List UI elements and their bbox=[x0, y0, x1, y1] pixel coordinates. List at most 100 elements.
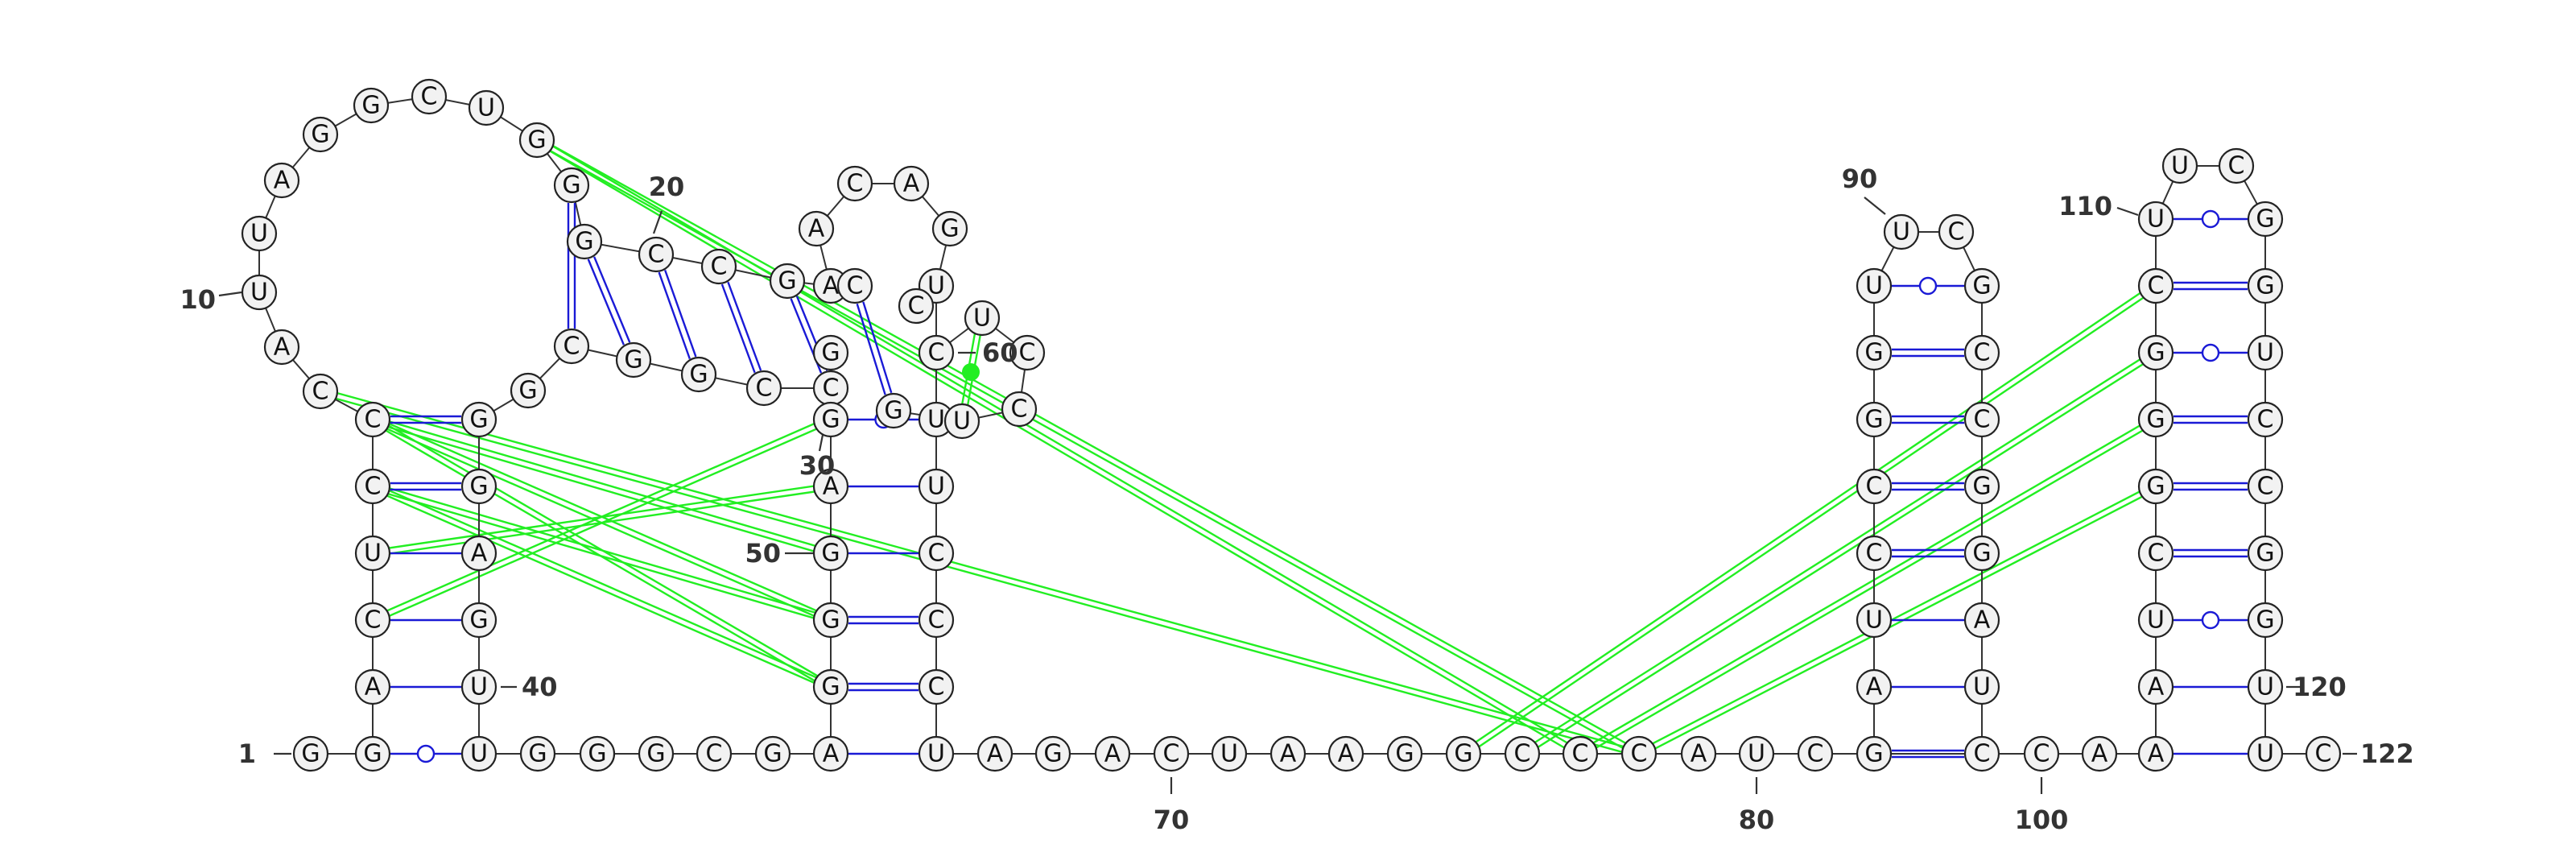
nucleotide: G bbox=[2247, 602, 2284, 639]
nucleotide-letter: C bbox=[1807, 740, 1824, 768]
nucleotide-letter: U bbox=[470, 740, 488, 768]
base-pair-line bbox=[862, 301, 893, 394]
nucleotide-letter: U bbox=[1865, 272, 1883, 300]
nucleotide-letter: C bbox=[648, 241, 665, 269]
nucleotide: C bbox=[2023, 735, 2060, 772]
nucleotide-circle bbox=[918, 735, 955, 772]
nucleotide: A bbox=[976, 735, 1013, 772]
nucleotide-letter: C bbox=[1019, 339, 1036, 367]
base-pair-line bbox=[658, 271, 691, 360]
nucleotide: U bbox=[460, 668, 497, 705]
nucleotide: U bbox=[2247, 668, 2284, 705]
nucleotide-circle bbox=[931, 210, 968, 247]
nucleotide-circle bbox=[460, 468, 497, 505]
nucleotide-circle bbox=[292, 735, 329, 772]
tertiary-interaction-line bbox=[320, 387, 1641, 752]
tertiary-interaction-line bbox=[371, 488, 831, 624]
nucleotide: C bbox=[2218, 147, 2255, 184]
wobble-pair-marker bbox=[2201, 610, 2220, 630]
nucleotide-letter: C bbox=[1011, 395, 1028, 424]
tertiary-interactions bbox=[319, 136, 2158, 758]
nucleotide: G bbox=[460, 401, 497, 438]
nucleotide-letter: G bbox=[1972, 272, 1991, 300]
nucleotide-letter: C bbox=[365, 473, 382, 501]
tertiary-interaction-line bbox=[371, 421, 831, 557]
nucleotide-circle bbox=[2081, 735, 2118, 772]
nucleotide-letter: G bbox=[624, 346, 642, 374]
nucleotide: C bbox=[1797, 735, 1834, 772]
nucleotide-letter: A bbox=[823, 473, 840, 501]
nucleotide-circle bbox=[2137, 201, 2174, 238]
numbering-label: 90 bbox=[1842, 163, 1878, 194]
nucleotide-letter: G bbox=[2256, 540, 2274, 568]
nucleotide-letter: A bbox=[1338, 740, 1355, 768]
nucleotide-circle bbox=[812, 735, 849, 772]
nucleotide-circle bbox=[354, 401, 391, 438]
nucleotide-circle bbox=[1963, 334, 2000, 371]
backbone-segment bbox=[258, 95, 832, 754]
nucleotide: G bbox=[353, 87, 390, 124]
nucleotide: A bbox=[812, 468, 849, 505]
nucleotide-letter: U bbox=[2171, 152, 2189, 180]
nucleotide: A bbox=[2137, 668, 2174, 705]
nucleotide: U bbox=[468, 89, 505, 126]
nucleotide-letter: G bbox=[469, 406, 488, 434]
nucleotide: U bbox=[1856, 602, 1893, 639]
nucleotide: C bbox=[2247, 468, 2284, 505]
nucleotide-circle bbox=[2023, 735, 2060, 772]
nucleotide: U bbox=[918, 735, 955, 772]
tertiary-interaction-line bbox=[1523, 354, 2158, 757]
nucleotide-letter: G bbox=[562, 172, 580, 200]
nucleotide-circle bbox=[918, 535, 955, 572]
nucleotide-circle bbox=[460, 735, 497, 772]
nucleotide-letter: C bbox=[847, 272, 864, 300]
nucleotide: U bbox=[2247, 334, 2284, 371]
nucleotide: U bbox=[964, 300, 1001, 337]
nucleotide-letter: G bbox=[1454, 740, 1472, 768]
tertiary-interaction-line bbox=[1640, 488, 2158, 758]
nucleotide-circle bbox=[638, 735, 675, 772]
nucleotide: C bbox=[553, 328, 590, 365]
backbone-segment bbox=[2155, 165, 2266, 754]
nucleotide: U bbox=[918, 401, 955, 438]
nucleotide: G bbox=[2247, 535, 2284, 572]
base-pair-line bbox=[593, 256, 631, 343]
nucleotide-letter: G bbox=[821, 406, 840, 434]
tertiary-interaction-line bbox=[1520, 350, 2155, 753]
nucleotide: A bbox=[798, 210, 835, 247]
nucleotide-letter: C bbox=[1631, 740, 1648, 768]
nucleotide-circle bbox=[680, 356, 717, 393]
nucleotide-letter: C bbox=[421, 83, 438, 111]
nucleotide-letter: U bbox=[2147, 205, 2165, 234]
nucleotide: A bbox=[1856, 668, 1893, 705]
nucleotide: C bbox=[1153, 735, 1190, 772]
nucleotide: G bbox=[1856, 401, 1893, 438]
nucleotide-letter: U bbox=[364, 540, 382, 568]
nucleotide-circle bbox=[812, 535, 849, 572]
nucleotide-circle bbox=[836, 267, 873, 304]
nucleotide-circle bbox=[812, 401, 849, 438]
nucleotide-circle bbox=[1963, 668, 2000, 705]
nucleotide-circle bbox=[354, 602, 391, 639]
nucleotide-circle bbox=[1856, 535, 1893, 572]
tertiary-interaction-line bbox=[373, 482, 832, 685]
nucleotide-letter: G bbox=[2256, 205, 2274, 234]
nucleotide-circle bbox=[1856, 401, 1893, 438]
nucleotide-letter: G bbox=[2256, 606, 2274, 635]
numbering-tick bbox=[2116, 206, 2139, 217]
nucleotide: G bbox=[754, 735, 791, 772]
nucleotide: G bbox=[1963, 267, 2000, 304]
nucleotide-circle bbox=[2137, 602, 2174, 639]
nucleotide-letter: A bbox=[903, 170, 920, 198]
nucleotide: C bbox=[2305, 735, 2342, 772]
numbering-tick bbox=[652, 210, 663, 234]
tertiary-interaction-line bbox=[538, 136, 1583, 753]
nucleotide-letter: C bbox=[2148, 540, 2165, 568]
nucleotide-circle bbox=[1963, 535, 2000, 572]
nucleotide-circle bbox=[700, 248, 737, 285]
nucleotide-circle bbox=[460, 668, 497, 705]
nucleotide-circle bbox=[553, 328, 590, 365]
nucleotide-circle bbox=[2137, 267, 2174, 304]
nucleotide-letter: A bbox=[2148, 673, 2165, 701]
